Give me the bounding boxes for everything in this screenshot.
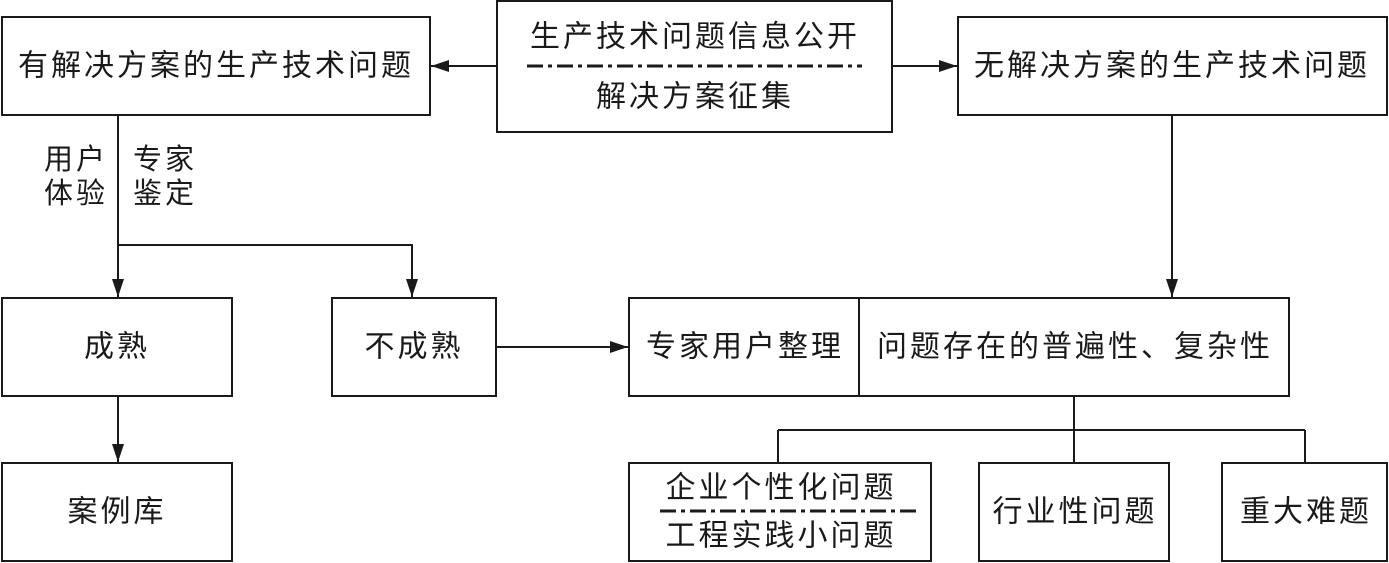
label-industry-problems: 行业性问题: [993, 495, 1158, 530]
edge-label-user-1: 用户: [44, 142, 108, 176]
edge-label-user-2: 体验: [44, 176, 108, 210]
label-unsolved-problems: 无解决方案的生产技术问题: [974, 49, 1370, 84]
box-expert-user-organize: [628, 297, 860, 397]
edge-label-expert-1: 专家: [133, 142, 197, 176]
label-info-disclosure: 生产技术问题信息公开: [530, 20, 860, 55]
label-enterprise-bottom: 工程实践小问题: [666, 519, 897, 554]
label-solved-problems: 有解决方案的生产技术问题: [18, 49, 414, 84]
label-mature: 成熟: [84, 330, 150, 365]
box-industry-problems: [978, 462, 1170, 562]
label-case-library: 案例库: [68, 495, 167, 530]
label-major-problems: 重大难题: [1240, 495, 1372, 530]
label-immature: 不成熟: [365, 330, 464, 365]
edge-label-expert-2: 鉴定: [133, 176, 197, 210]
box-case-library: [1, 462, 233, 562]
label-enterprise-top: 企业个性化问题: [666, 471, 897, 506]
label-universality-complexity: 问题存在的普遍性、复杂性: [877, 330, 1273, 365]
box-mature: [1, 297, 233, 397]
label-solution-collection: 解决方案征集: [596, 80, 794, 115]
box-major-problems: [1221, 462, 1388, 562]
box-unsolved-problems: [957, 16, 1388, 116]
arrow-branch-to-immature: [118, 244, 418, 297]
box-immature: [331, 297, 497, 397]
box-solved-problems: [1, 16, 431, 116]
label-expert-user-organize: 专家用户整理: [646, 330, 844, 365]
